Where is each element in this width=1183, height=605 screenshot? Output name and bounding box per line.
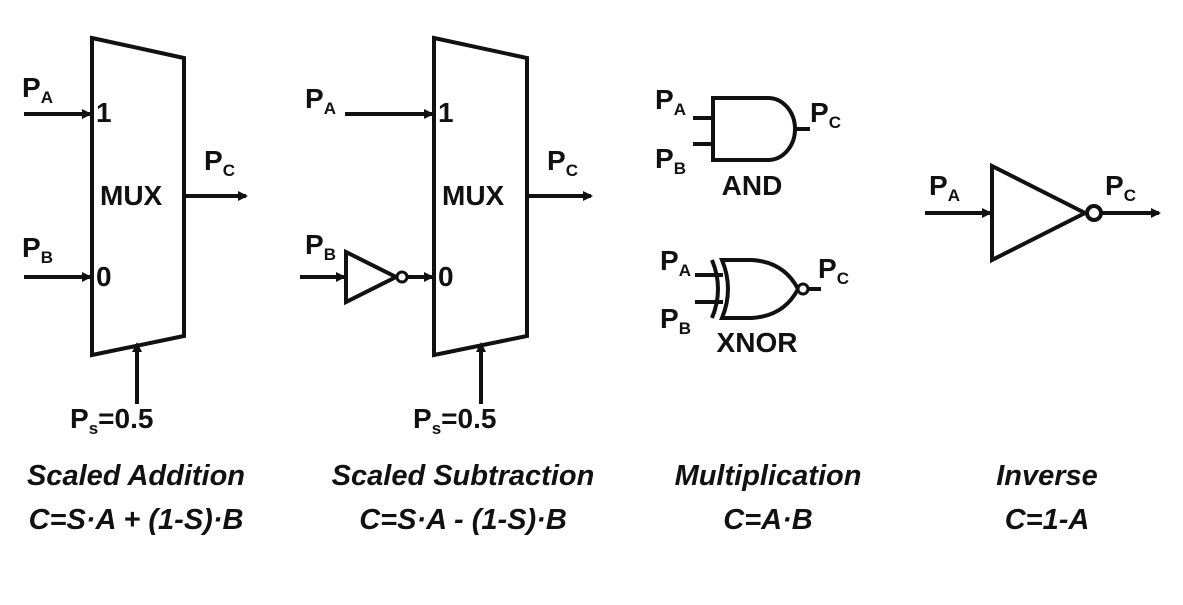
and-pb-label: PB bbox=[655, 143, 686, 178]
pc-label: PC bbox=[1105, 170, 1136, 205]
ps-label: Ps=0.5 bbox=[70, 403, 153, 438]
mux-input-0-label: 0 bbox=[96, 261, 112, 292]
inverse-panel: PA PC Inverse C=1-A bbox=[925, 162, 1161, 536]
xnor-pb-label: PB bbox=[660, 303, 691, 338]
pc-label: PC bbox=[547, 145, 578, 180]
xnor-gate-label: XNOR bbox=[717, 327, 798, 358]
mux-block bbox=[432, 35, 529, 358]
mux-input-1-label: 1 bbox=[96, 97, 112, 128]
caption-title: Multiplication bbox=[675, 460, 862, 492]
pa-label: PA bbox=[22, 72, 53, 107]
xnor-bubble bbox=[796, 282, 810, 296]
pa-label: PA bbox=[929, 170, 960, 205]
caption-formula: C=S·A - (1-S)·B bbox=[359, 504, 567, 536]
and-gate-body bbox=[711, 96, 797, 162]
caption-title: Scaled Subtraction bbox=[332, 460, 595, 492]
and-pc-label: PC bbox=[810, 97, 841, 132]
xnor-gate-body bbox=[719, 258, 801, 320]
scaled-addition-panel: MUX 1 0 PA PB PC Ps=0.5 Scaled Addition … bbox=[22, 35, 248, 536]
mux-block bbox=[90, 35, 186, 358]
xnor-pa-label: PA bbox=[660, 245, 691, 280]
caption-formula: C=S·A + (1-S)·B bbox=[29, 504, 244, 536]
multiplication-panel: PA PB PC AND PA PB PC XNOR Multiplicatio… bbox=[655, 84, 861, 536]
caption-formula: C=1-A bbox=[1005, 504, 1090, 536]
xnor-extra-arc bbox=[710, 259, 720, 319]
and-gate: PA PB PC AND bbox=[655, 84, 841, 201]
ps-label: Ps=0.5 bbox=[413, 403, 496, 438]
inverter-gate bbox=[344, 248, 401, 306]
and-gate-label: AND bbox=[722, 170, 783, 201]
pb-label: PB bbox=[305, 229, 336, 264]
pc-label: PC bbox=[204, 145, 235, 180]
caption-title: Inverse bbox=[996, 460, 1098, 492]
xnor-gate: PA PB PC XNOR bbox=[660, 245, 849, 358]
scaled-subtraction-panel: MUX 1 0 PA PB PC Ps=0.5 Scaled Subtracti… bbox=[300, 35, 595, 536]
mux-input-1-label: 1 bbox=[438, 97, 454, 128]
caption-formula: C=A·B bbox=[723, 504, 812, 536]
mux-input-0-label: 0 bbox=[438, 261, 454, 292]
inverter-bubble bbox=[1085, 204, 1103, 222]
inverter-gate bbox=[990, 162, 1090, 264]
caption-title: Scaled Addition bbox=[27, 460, 245, 492]
inverter-bubble bbox=[395, 270, 409, 284]
xnor-pc-label: PC bbox=[818, 253, 849, 288]
pb-label: PB bbox=[22, 232, 53, 267]
mux-label: MUX bbox=[442, 180, 505, 211]
pa-label: PA bbox=[305, 83, 336, 118]
mux-label: MUX bbox=[100, 180, 163, 211]
and-pa-label: PA bbox=[655, 84, 686, 119]
